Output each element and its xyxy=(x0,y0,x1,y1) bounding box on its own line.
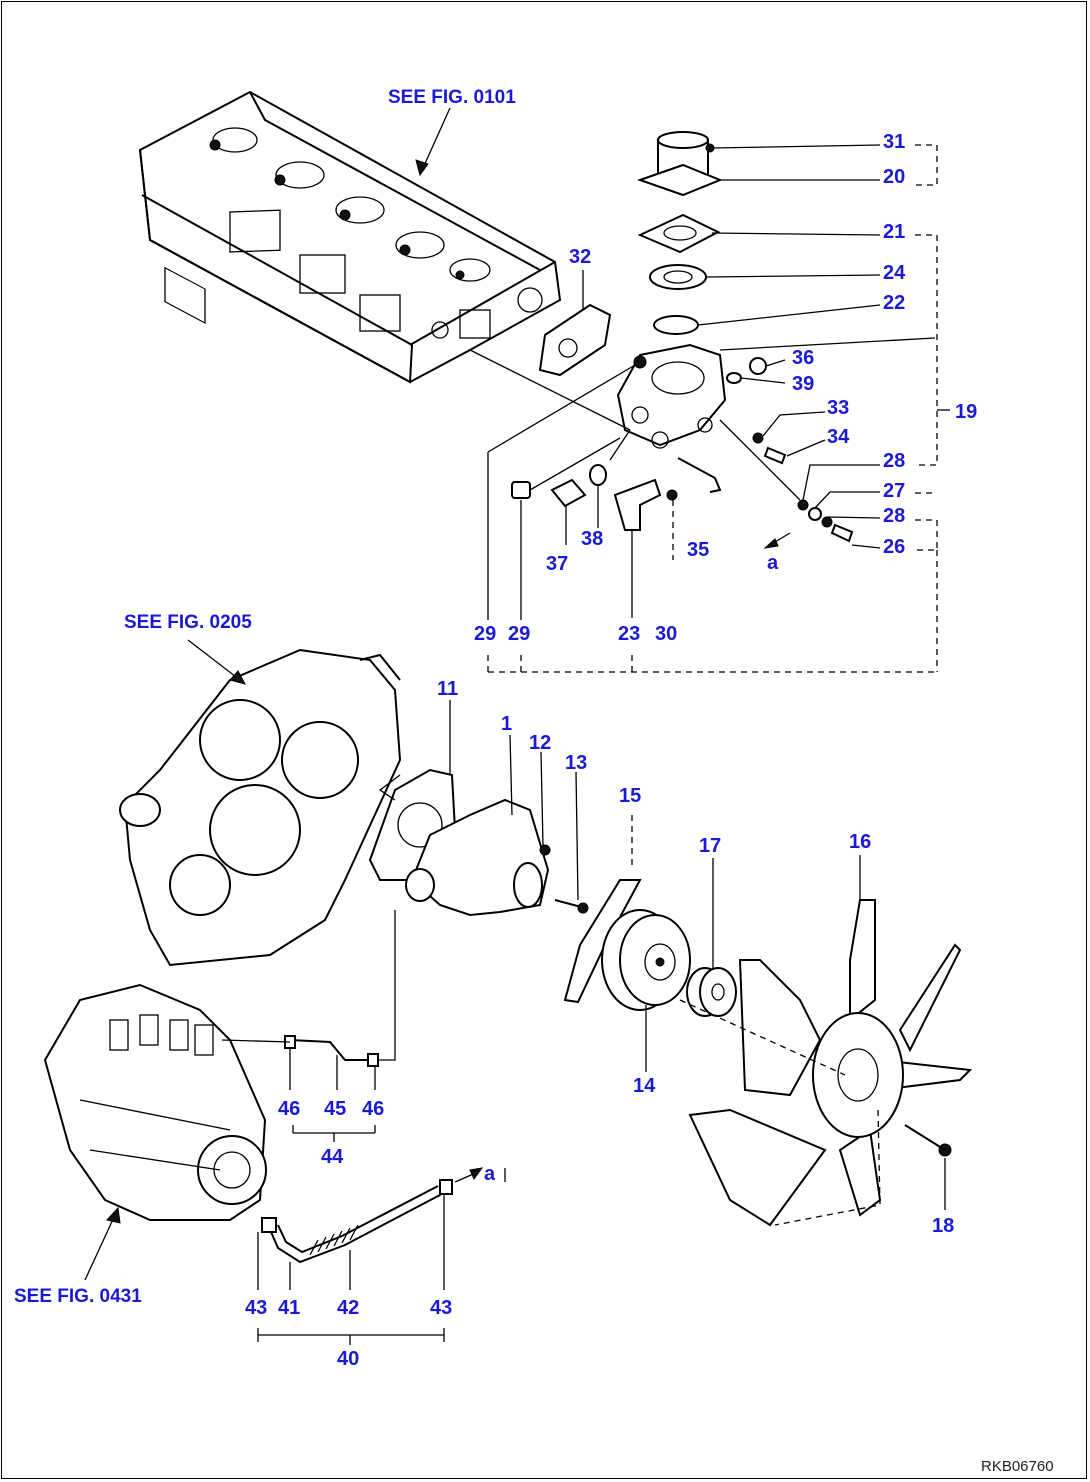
v-belt-drawing xyxy=(563,879,642,1004)
cylinder-head-drawing xyxy=(138,90,562,384)
callout-37: 37 xyxy=(546,553,568,575)
callout-32: 32 xyxy=(569,246,591,268)
callout-27: 27 xyxy=(883,480,905,502)
callout-22: 22 xyxy=(883,292,905,314)
callout-28-lower: 28 xyxy=(883,505,905,527)
ref-fig-0431[interactable]: SEE FIG. 0431 xyxy=(14,1286,142,1307)
callout-14: 14 xyxy=(633,1075,656,1097)
callout-42: 42 xyxy=(337,1297,359,1319)
callout-46-left: 46 xyxy=(278,1098,300,1120)
callout-35: 35 xyxy=(687,539,709,561)
thermostat-housing-drawing xyxy=(511,131,854,543)
callout-17: 17 xyxy=(699,835,721,857)
callout-18: 18 xyxy=(932,1215,954,1237)
callout-24: 24 xyxy=(883,262,906,284)
callout-44: 44 xyxy=(321,1146,344,1168)
callout-a-upper: a xyxy=(767,552,779,574)
callout-13: 13 xyxy=(565,752,587,774)
callout-45: 45 xyxy=(324,1098,346,1120)
drawing-code: RKB06760 xyxy=(981,1458,1054,1475)
leader-lines xyxy=(84,107,950,1345)
water-pump-drawing xyxy=(405,798,589,917)
callout-38: 38 xyxy=(581,528,603,550)
callout-29-right: 29 xyxy=(508,623,530,645)
callout-34: 34 xyxy=(827,426,850,448)
callout-19: 19 xyxy=(955,401,977,423)
fan-pulley-drawing xyxy=(601,909,691,1011)
callout-33: 33 xyxy=(827,397,849,419)
gasket-32-drawing xyxy=(538,303,612,377)
callout-29-left: 29 xyxy=(474,623,496,645)
callout-30: 30 xyxy=(655,623,677,645)
callout-21: 21 xyxy=(883,221,905,243)
callout-28-upper: 28 xyxy=(883,450,905,472)
fan-spacer-drawing xyxy=(686,967,737,1017)
callout-43-left: 43 xyxy=(245,1297,267,1319)
callout-16: 16 xyxy=(849,831,871,853)
callout-46-right: 46 xyxy=(362,1098,384,1120)
callout-1: 1 xyxy=(501,713,512,735)
callout-20: 20 xyxy=(883,166,905,188)
callout-36: 36 xyxy=(792,347,814,369)
injection-pump-drawing xyxy=(43,983,267,1221)
callout-40: 40 xyxy=(337,1348,359,1370)
callout-23: 23 xyxy=(618,623,640,645)
fuel-pipe-45-drawing xyxy=(289,1039,378,1061)
callout-31: 31 xyxy=(883,131,905,153)
callout-41: 41 xyxy=(278,1297,300,1319)
front-cover-drawing xyxy=(119,648,402,967)
hose-42-drawing xyxy=(261,1179,453,1264)
callout-11: 11 xyxy=(437,678,458,700)
callout-26: 26 xyxy=(883,536,905,558)
ref-fig-0205[interactable]: SEE FIG. 0205 xyxy=(124,612,252,633)
callout-15: 15 xyxy=(619,785,641,807)
ref-fig-0101[interactable]: SEE FIG. 0101 xyxy=(388,87,516,108)
callout-a-lower: a xyxy=(484,1163,496,1185)
cooling-fan-drawing xyxy=(688,899,973,1227)
callout-12: 12 xyxy=(529,732,551,754)
callout-43-right: 43 xyxy=(430,1297,452,1319)
callout-39: 39 xyxy=(792,373,814,395)
